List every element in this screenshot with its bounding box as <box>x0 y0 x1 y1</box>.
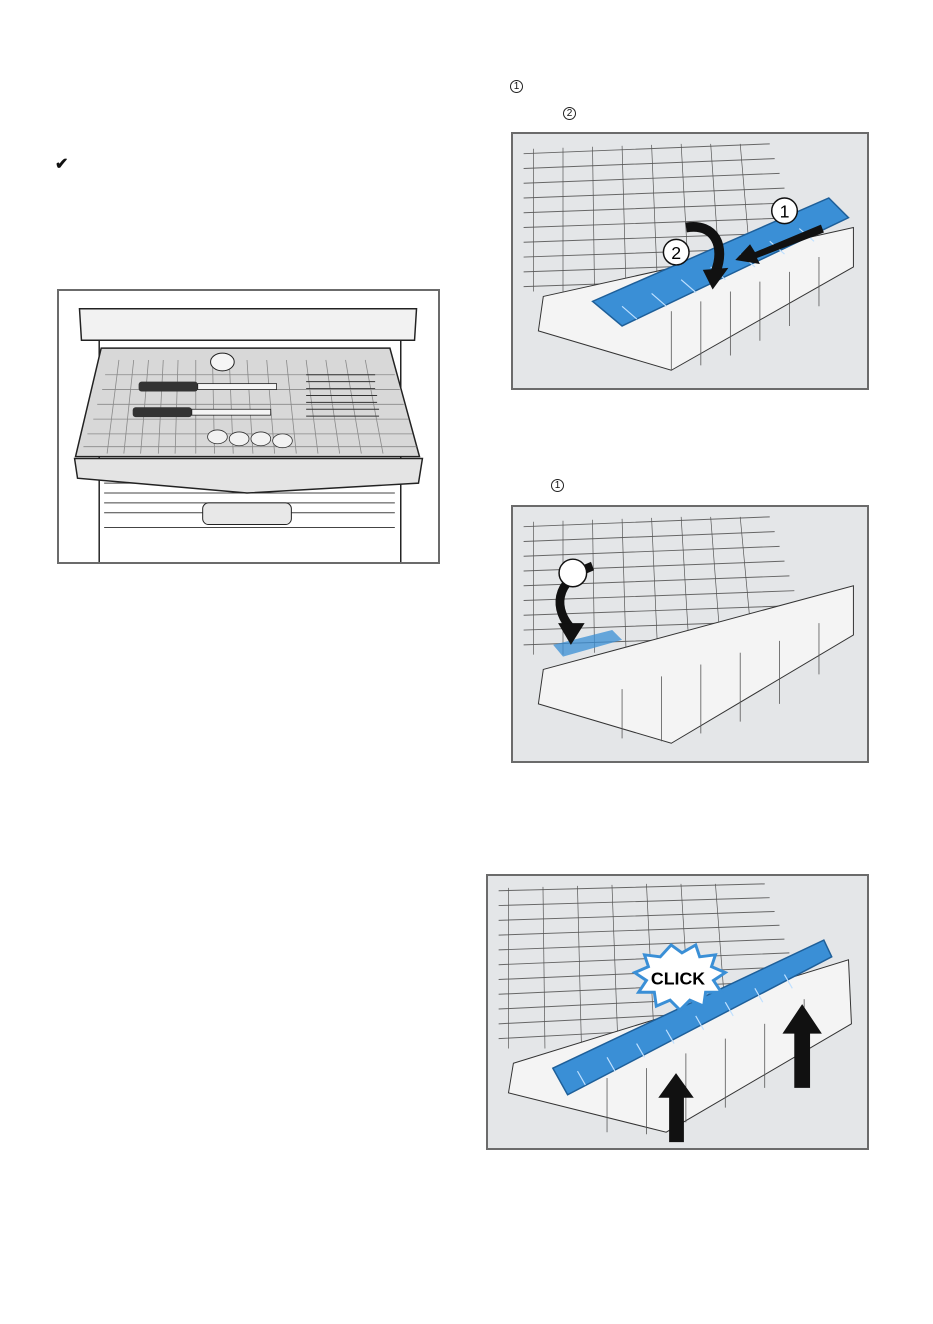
figure-rail-click: CLICK <box>486 874 869 1150</box>
fig2-callout-1: 1 <box>780 202 790 222</box>
figure-cutlery-drawer <box>57 289 440 564</box>
fig2-callout-2: 2 <box>671 243 681 263</box>
cutlery-drawer-illustration <box>59 291 438 562</box>
rail-fold-illustration: 1 2 <box>513 134 867 388</box>
figure-rail-folded <box>511 505 869 763</box>
figure-rail-fold: 1 2 <box>511 132 869 390</box>
step-marker-2: 2 <box>563 107 576 120</box>
check-icon: ✔ <box>55 154 68 174</box>
click-callout: CLICK <box>651 968 705 988</box>
step-marker-1: 1 <box>510 80 523 93</box>
step-marker-3: 1 <box>551 479 564 492</box>
rail-click-illustration: CLICK <box>488 876 867 1148</box>
rail-folded-illustration <box>513 507 867 761</box>
